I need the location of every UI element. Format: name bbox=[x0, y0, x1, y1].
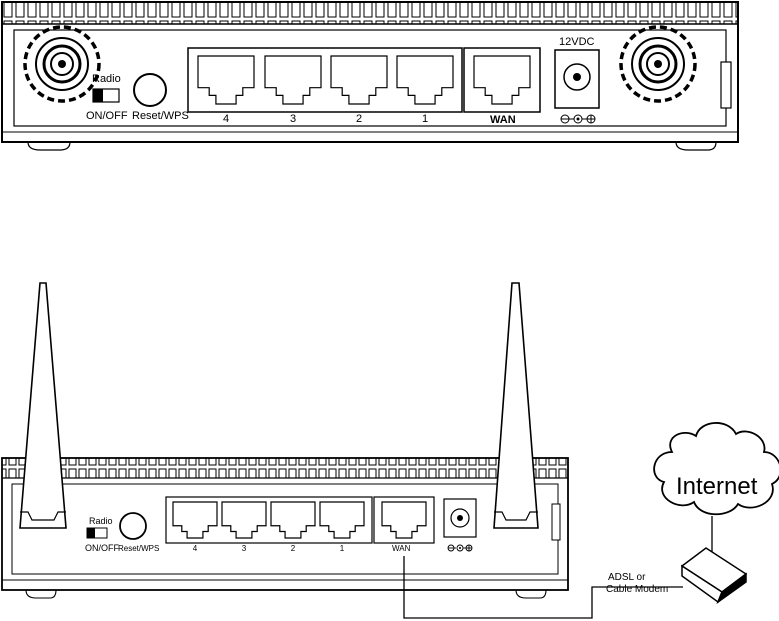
bottom-lan-port-label-1: 1 bbox=[340, 544, 345, 553]
top-router-foot-left bbox=[28, 142, 70, 150]
antenna-right-icon bbox=[494, 283, 538, 528]
bottom-wan-label: WAN bbox=[392, 544, 411, 553]
top-reset-button[interactable] bbox=[134, 74, 166, 106]
top-power-label: 12VDC bbox=[559, 36, 595, 48]
antenna-left-icon bbox=[20, 283, 66, 528]
bottom-router: Radio ON/OFF Reset/WPS 4 3 2 1 WAN bbox=[2, 283, 568, 598]
bottom-router-foot-right bbox=[516, 590, 546, 598]
bottom-power-jack[interactable] bbox=[444, 499, 476, 537]
top-router-foot-right bbox=[676, 142, 716, 150]
modem-icon bbox=[682, 548, 746, 602]
modem-label-line2: Cable Modem bbox=[606, 584, 668, 595]
top-lan-port-label-4: 4 bbox=[223, 113, 229, 125]
top-lan-port-label-1: 1 bbox=[422, 113, 428, 125]
top-router-vent-strip bbox=[2, 2, 738, 24]
top-radio-switch[interactable] bbox=[93, 89, 119, 102]
bottom-onoff-label: ON/OFF bbox=[85, 543, 119, 553]
modem-label-line1: ADSL or bbox=[608, 572, 646, 583]
top-onoff-label: ON/OFF bbox=[86, 110, 128, 122]
bottom-router-foot-left bbox=[26, 590, 56, 598]
internet-cloud-icon bbox=[654, 423, 779, 514]
top-router-side-clip bbox=[721, 62, 731, 108]
top-router: Radio ON/OFF Reset/WPS 4 3 2 1 WAN 12VDC bbox=[2, 2, 738, 150]
internet-label: Internet bbox=[676, 473, 758, 500]
bottom-lan-port-label-2: 2 bbox=[291, 544, 296, 553]
top-radio-label: Radio bbox=[92, 73, 121, 85]
bottom-lan-port-label-4: 4 bbox=[193, 544, 198, 553]
top-lan-port-label-3: 3 bbox=[290, 113, 296, 125]
top-lan-port-label-2: 2 bbox=[356, 113, 362, 125]
bottom-radio-label: Radio bbox=[89, 516, 113, 526]
bottom-lan-port-label-3: 3 bbox=[242, 544, 247, 553]
bottom-router-side-clip bbox=[552, 504, 560, 540]
bottom-radio-switch[interactable] bbox=[87, 528, 107, 538]
top-reset-label: Reset/WPS bbox=[132, 110, 189, 122]
bottom-reset-button[interactable] bbox=[120, 513, 146, 539]
bottom-router-vent-strip bbox=[2, 458, 568, 478]
top-power-jack[interactable] bbox=[555, 50, 599, 108]
bottom-reset-label: Reset/WPS bbox=[118, 544, 159, 553]
top-wan-label: WAN bbox=[490, 114, 516, 126]
